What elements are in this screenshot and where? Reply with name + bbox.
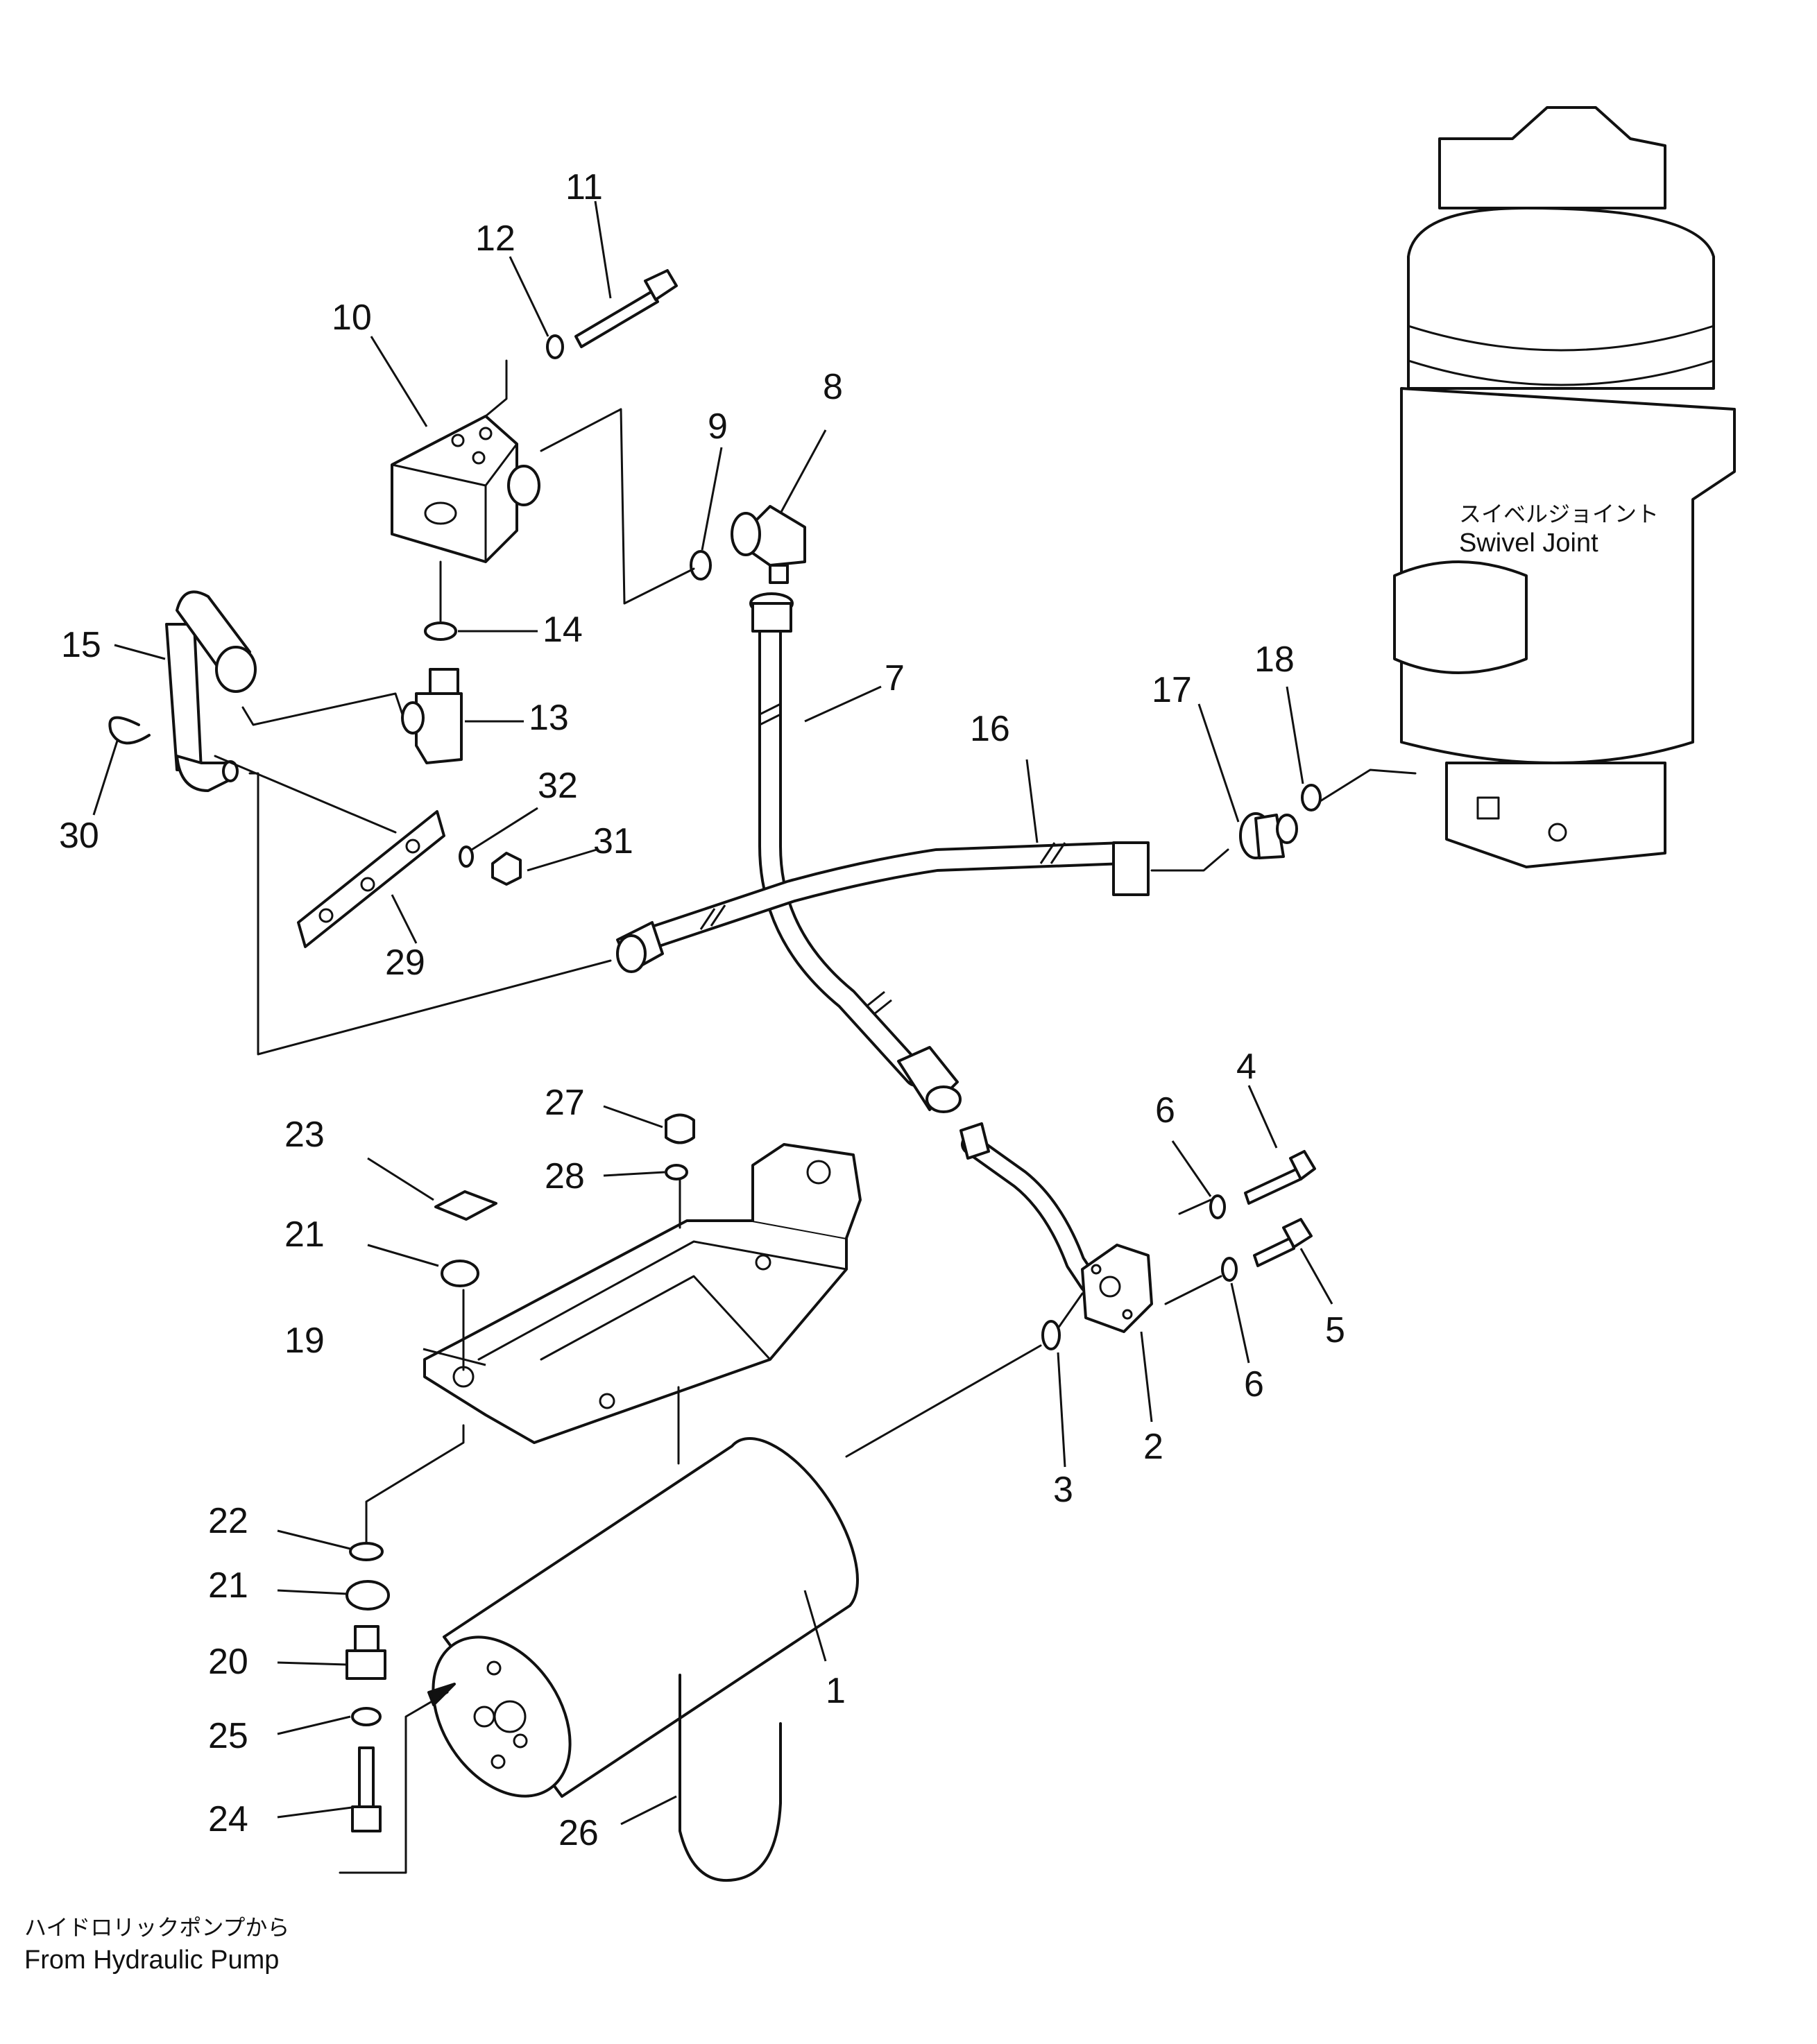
label-part-14: 14: [543, 610, 583, 650]
label-part-5: 5: [1325, 1310, 1345, 1350]
label-part-25: 25: [208, 1716, 248, 1756]
label-part-27: 27: [545, 1083, 585, 1123]
label-part-21a: 21: [284, 1214, 325, 1255]
label-part-8: 8: [823, 367, 843, 407]
label-part-22: 22: [208, 1501, 248, 1541]
o-ring-3: [1041, 1320, 1061, 1350]
washer-32: [459, 845, 474, 868]
label-part-16: 16: [970, 709, 1010, 749]
bolt-11: [574, 269, 678, 348]
label-part-9: 9: [708, 406, 728, 447]
label-part-30: 30: [59, 816, 99, 856]
u-bolt: [679, 1674, 782, 1882]
label-part-3: 3: [1053, 1470, 1073, 1510]
label-part-7: 7: [885, 658, 905, 698]
label-part-28: 28: [545, 1156, 585, 1196]
valve-block: [391, 415, 540, 563]
label-part-21b: 21: [208, 1565, 248, 1606]
adapter-17: [1239, 812, 1298, 859]
bolt-4: [1244, 1150, 1316, 1205]
swivel-joint-label-jp: スイベルジョイント: [1459, 501, 1659, 527]
label-part-6b: 6: [1244, 1364, 1264, 1405]
valve-13: [401, 668, 463, 764]
clamp: [108, 716, 151, 745]
label-part-10: 10: [332, 298, 372, 338]
label-part-13: 13: [529, 698, 569, 738]
part-number-labels: 1 2 3 4 5 6 6 7 8 9 10 11 12 13 14 15 16…: [59, 167, 1345, 1853]
connection-lines: [214, 359, 1417, 1874]
o-ring-9: [690, 550, 712, 581]
label-part-20: 20: [208, 1642, 248, 1682]
label-part-1: 1: [826, 1671, 846, 1711]
washer-21b: [346, 1580, 390, 1611]
plate: [297, 810, 445, 948]
label-part-23: 23: [284, 1115, 325, 1155]
bolt-5: [1253, 1218, 1313, 1267]
hose-7: [749, 592, 962, 1113]
inlet-label-en: From Hydraulic Pump: [24, 1946, 279, 1975]
label-part-12: 12: [475, 218, 515, 259]
o-ring-14: [424, 621, 457, 641]
label-part-18: 18: [1254, 639, 1295, 680]
washer-28: [665, 1164, 688, 1180]
label-part-32: 32: [538, 766, 578, 806]
label-part-6a: 6: [1155, 1090, 1175, 1131]
washer-6b: [1221, 1257, 1238, 1282]
washer-12: [546, 334, 564, 359]
fitting-20: [346, 1625, 386, 1680]
nut-27: [665, 1113, 695, 1144]
swivel-joint-label-en: Swivel Joint: [1459, 529, 1598, 558]
label-part-17: 17: [1152, 670, 1192, 710]
o-ring-25: [351, 1707, 382, 1726]
o-ring-22: [349, 1542, 384, 1561]
hose-16: [616, 841, 1150, 973]
o-ring-18: [1301, 784, 1322, 811]
pipe-flange-2: [959, 1122, 1153, 1333]
label-part-11: 11: [565, 167, 603, 207]
leader-lines: [92, 200, 1333, 1826]
label-part-15: 15: [61, 625, 101, 665]
label-part-26: 26: [558, 1813, 599, 1853]
elbow-8: [731, 505, 806, 584]
swivel-joint: スイベルジョイント Swivel Joint: [1393, 106, 1736, 868]
bracket: [423, 1143, 862, 1444]
accumulator: [432, 1437, 859, 1798]
label-part-2: 2: [1143, 1427, 1163, 1467]
washer-21a: [441, 1260, 479, 1287]
label-part-4: 4: [1236, 1047, 1256, 1087]
washer-6a: [1209, 1194, 1226, 1219]
label-part-24: 24: [208, 1799, 248, 1839]
pipe-15: [165, 590, 257, 792]
label-part-19: 19: [284, 1321, 325, 1361]
plate-23: [434, 1190, 497, 1221]
nut-31: [491, 852, 522, 886]
label-part-29: 29: [385, 943, 425, 983]
bolt-24: [351, 1746, 382, 1832]
inlet-label-jp: ハイドロリックポンプから: [24, 1914, 289, 1941]
label-part-31: 31: [593, 821, 633, 861]
